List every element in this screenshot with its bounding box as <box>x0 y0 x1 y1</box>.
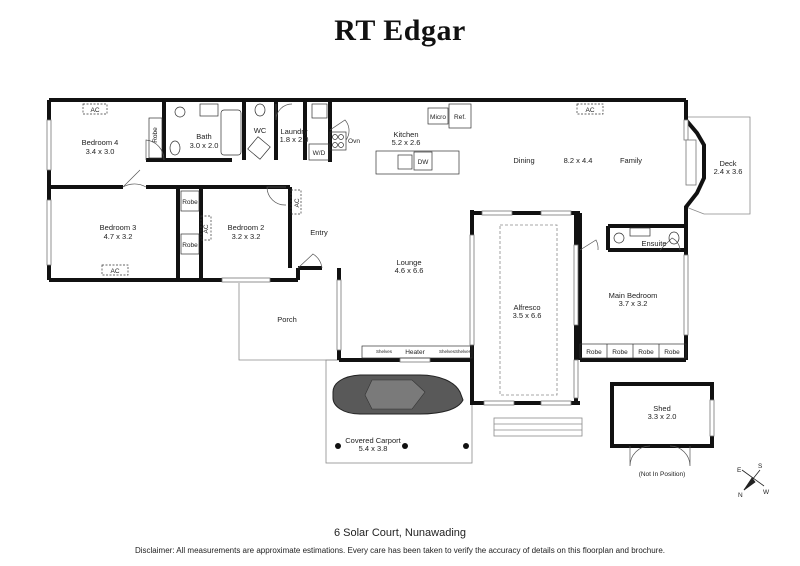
ac-unit-bedroom4 <box>82 103 108 115</box>
deck-outline <box>685 116 751 215</box>
fixtures <box>82 103 687 359</box>
oven-label: Ovn <box>348 138 360 145</box>
bath-vanity <box>199 103 219 117</box>
compass-s: S <box>758 463 763 470</box>
ac-unit-bedroom2 <box>290 189 302 215</box>
size-lounge: 4.6 x 6.6 <box>395 266 424 275</box>
dishwasher <box>413 151 433 171</box>
label-laundry: Laundry <box>280 127 307 136</box>
robe-label-bedroom3: Robe <box>182 242 198 249</box>
kitchen-island <box>375 150 460 175</box>
shelves-label-1: Shelves <box>376 349 393 354</box>
shelves-label-3: Shelves <box>455 349 472 354</box>
robe-label-bedroom4: Robe <box>152 127 159 143</box>
shed-note: (Not In Position) <box>639 471 686 478</box>
compass-labels: E S N W <box>737 463 770 499</box>
alfresco-steps <box>493 417 583 437</box>
ac-unit-hall <box>200 215 212 241</box>
compass-icon <box>741 469 765 491</box>
label-deck: Deck <box>719 159 736 168</box>
robe-label-bedroom2: Robe <box>182 199 198 206</box>
label-bedroom2: Bedroom 2 <box>228 223 265 232</box>
cooktop <box>329 131 347 151</box>
laundry-tub <box>247 136 271 160</box>
fridge-space <box>448 103 472 129</box>
ac-unit-family <box>576 103 604 115</box>
label-porch: Porch <box>277 315 297 324</box>
robe-bedroom2 <box>180 190 200 212</box>
robe-bedroom3 <box>180 233 200 255</box>
size-carport: 5.4 x 3.8 <box>359 444 388 453</box>
size-shed: 3.3 x 2.0 <box>648 412 677 421</box>
ac-label-bedroom2: AC <box>294 198 301 207</box>
size-alfresco: 3.5 x 6.6 <box>513 311 542 320</box>
label-shed: Shed <box>653 404 671 413</box>
outdoor-areas <box>238 116 751 464</box>
fixture-labels: AC AC AC AC AC Robe Robe Robe Micro Ref.… <box>90 107 680 356</box>
label-kitchen: Kitchen <box>393 130 418 139</box>
ac-label-family: AC <box>585 107 594 114</box>
ac-label-bedroom4: AC <box>90 107 99 114</box>
heater-unit <box>361 345 473 359</box>
robe-label-main-2: Robe <box>612 349 628 356</box>
dw-label: DW <box>418 159 430 166</box>
label-bedroom3: Bedroom 3 <box>100 223 137 232</box>
size-deck: 2.4 x 3.6 <box>714 167 743 176</box>
robe-label-main-1: Robe <box>586 349 602 356</box>
size-bath: 3.0 x 2.0 <box>190 141 219 150</box>
washer-dryer <box>308 143 330 161</box>
label-alfresco: Alfresco <box>513 303 540 312</box>
compass-e: E <box>737 467 742 474</box>
label-carport: Covered Carport <box>345 436 401 445</box>
label-family: Family <box>620 156 642 165</box>
label-wc: WC <box>254 126 267 135</box>
ref-label: Ref. <box>454 114 466 121</box>
porch-outline <box>238 283 339 361</box>
car-icon <box>332 374 469 449</box>
robe-label-main-4: Robe <box>664 349 680 356</box>
disclaimer-text: Disclaimer: All measurements are approxi… <box>134 546 666 555</box>
bathtub <box>220 109 242 156</box>
micro-label: Micro <box>430 114 446 121</box>
size-kitchen: 5.2 x 2.6 <box>392 138 421 147</box>
windows <box>46 119 715 437</box>
laundry-sink <box>311 103 328 119</box>
label-bath: Bath <box>196 132 211 141</box>
shelves-label-2: Shelves <box>439 349 456 354</box>
ac-label-bedroom3: AC <box>110 268 119 275</box>
brand-logo: RT Edgar <box>334 14 466 47</box>
compass-n: N <box>738 492 743 499</box>
microwave <box>427 107 449 125</box>
label-ensuite: Ensuite <box>641 239 666 248</box>
size-bedroom4: 3.4 x 3.0 <box>86 147 115 156</box>
size-bedroom2: 3.2 x 3.2 <box>232 232 261 241</box>
wd-label: W/D <box>313 150 326 157</box>
property-address: 6 Solar Court, Nunawading <box>333 527 467 539</box>
alfresco-dashed-outline <box>499 224 558 396</box>
label-entry: Entry <box>310 228 328 237</box>
size-dining-family: 8.2 x 4.4 <box>564 156 593 165</box>
island-sink <box>397 154 413 170</box>
ac-label-hall: AC <box>203 224 210 233</box>
compass-w: W <box>763 489 770 496</box>
doors <box>122 103 691 467</box>
wc-toilet <box>254 103 266 117</box>
size-bedroom3: 4.7 x 3.2 <box>104 232 133 241</box>
robe-bedroom4 <box>148 117 163 159</box>
room-labels: Bedroom 4 3.4 x 3.0 Bath 3.0 x 2.0 WC La… <box>82 126 743 478</box>
robe-label-main-3: Robe <box>638 349 654 356</box>
label-lounge: Lounge <box>396 258 421 267</box>
bath-toilet <box>169 140 181 156</box>
label-dining: Dining <box>513 156 534 165</box>
label-main-bedroom: Main Bedroom <box>609 291 658 300</box>
ac-unit-bedroom3 <box>101 264 129 276</box>
bath-shower <box>174 106 186 118</box>
label-bedroom4: Bedroom 4 <box>82 138 119 147</box>
size-laundry: 1.8 x 2.0 <box>280 135 309 144</box>
size-main-bedroom: 3.7 x 3.2 <box>619 299 648 308</box>
heater-label: Heater <box>405 349 425 356</box>
